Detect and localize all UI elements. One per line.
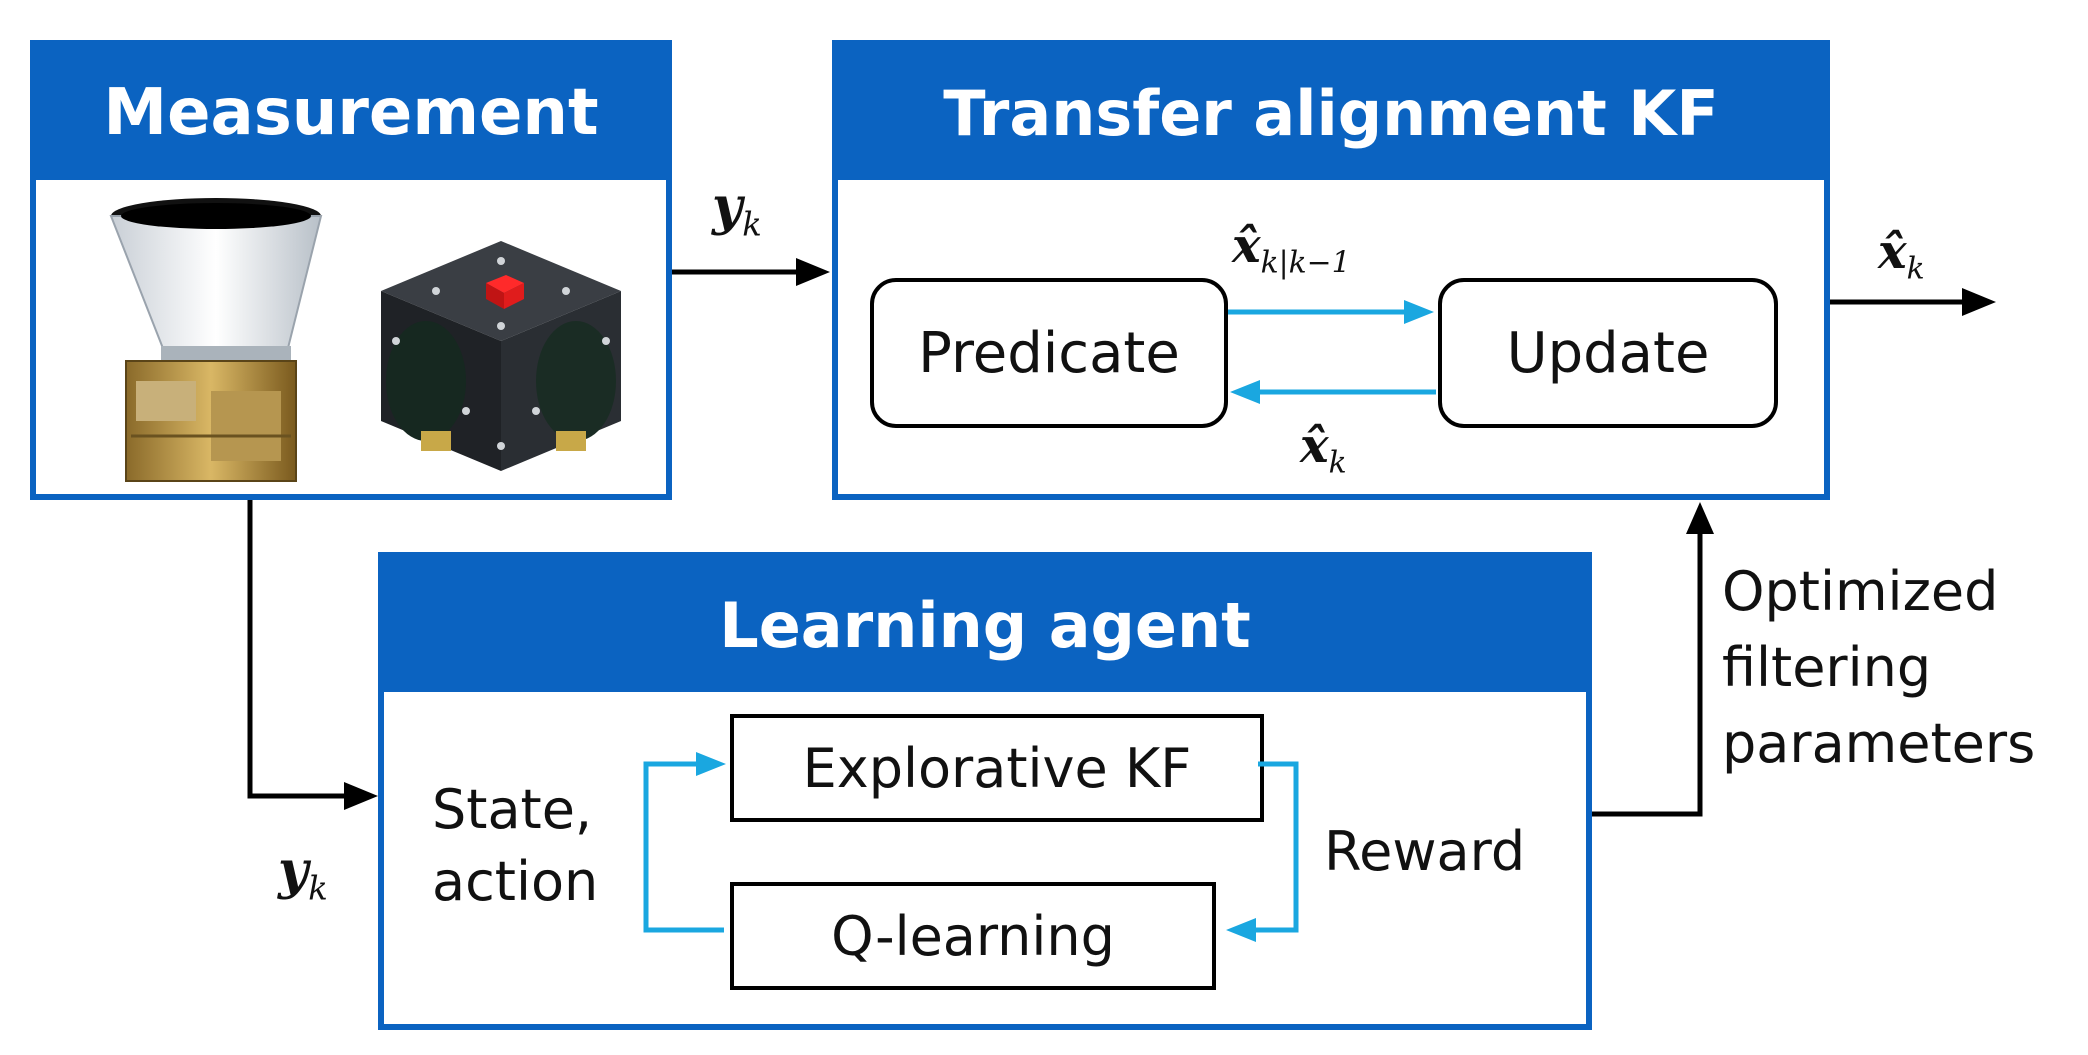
arrow-agent-to-kf [1592, 502, 1714, 817]
optimized-label-line3: parameters [1722, 712, 2036, 775]
reward-label: Reward [1324, 820, 1526, 883]
arrow-explorative-to-qlearning [1226, 761, 1299, 942]
xhat-k-km1-label: x̂k|k−1 [1232, 218, 1351, 281]
measurement-panel: Measurement [30, 40, 672, 500]
learning-agent-panel: Learning agent Explorative KF Q-learning… [378, 552, 1592, 1030]
arrow-predicate-to-update [1228, 300, 1434, 324]
yk-label-bottom: yk [278, 840, 328, 908]
state-label-line1: State, [432, 778, 593, 841]
arrow-measurement-to-agent [247, 500, 378, 810]
optimized-label-line1: Optimized [1722, 560, 1999, 623]
measurement-title: Measurement [36, 46, 666, 180]
state-label-line2: action [432, 850, 599, 913]
transfer-alignment-kf-panel: Transfer alignment KF Predicate Update [832, 40, 1830, 500]
optimized-label-line2: filtering [1722, 636, 1932, 699]
arrow-update-to-predicate [1230, 380, 1436, 404]
predicate-box: Predicate [870, 278, 1228, 428]
update-box: Update [1438, 278, 1778, 428]
q-learning-box: Q-learning [730, 882, 1216, 990]
star-tracker-camera-image [109, 198, 323, 482]
agent-title: Learning agent [384, 558, 1586, 692]
imu-cube-image [381, 241, 621, 471]
xhat-k-feedback-label: x̂k [1300, 418, 1347, 481]
arrow-kf-output [1830, 288, 1996, 316]
arrow-measurement-to-kf [672, 258, 830, 286]
kf-title: Transfer alignment KF [838, 46, 1824, 180]
arrow-qlearning-to-explorative [643, 752, 726, 933]
explorative-kf-box: Explorative KF [730, 714, 1264, 822]
xhat-k-output-label: x̂k [1878, 224, 1925, 287]
yk-label-top: yk [712, 176, 762, 244]
